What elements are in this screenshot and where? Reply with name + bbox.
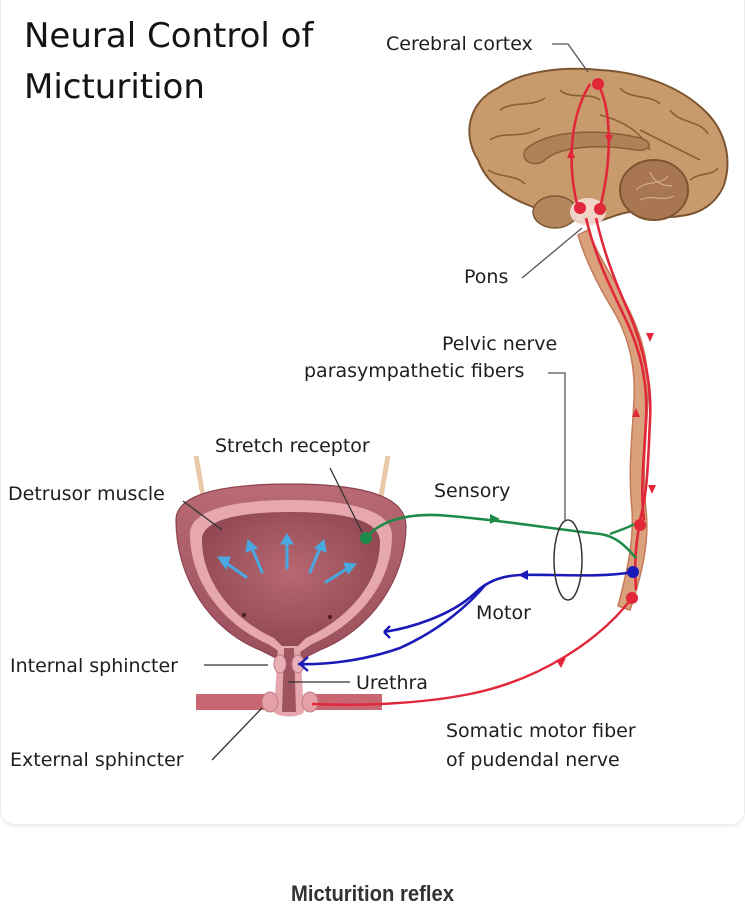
- pelvic-nerve-bundle: [553, 519, 583, 601]
- cerebellum: [619, 159, 689, 221]
- stretch-receptor-leader: [329, 467, 363, 533]
- cortex-neuron: [592, 78, 604, 90]
- stretch-arrows: [217, 533, 357, 584]
- brain-illustration: [468, 67, 729, 611]
- label-external-sphincter: External sphincter: [10, 749, 184, 771]
- corpus-callosum: [523, 131, 650, 165]
- external-sphincter-leader: [211, 707, 263, 761]
- pelvic-floor-right: [306, 694, 382, 710]
- pons-neuron-left: [574, 202, 586, 214]
- label-somatic-line1: Somatic motor fiber: [446, 720, 636, 742]
- label-stretch-receptor: Stretch receptor: [215, 435, 370, 457]
- sensory-pathway: [360, 513, 637, 559]
- pelvic-floor-left: [196, 694, 272, 710]
- label-sensory: Sensory: [434, 480, 510, 502]
- label-pelvic-nerve-line2: parasympathetic fibers: [304, 360, 524, 382]
- stretch-receptor-dot: [360, 532, 372, 544]
- somatic-pathway: [311, 597, 633, 706]
- bladder-illustration: [175, 455, 407, 717]
- pons-leader: [521, 227, 583, 279]
- figure-caption: Micturition reflex: [290, 881, 455, 906]
- diagram-title-line2: Micturition: [24, 67, 205, 107]
- label-cerebral-cortex: Cerebral cortex: [386, 33, 533, 55]
- internal-sphincter: [273, 654, 287, 674]
- label-detrusor-muscle: Detrusor muscle: [8, 483, 165, 505]
- label-pelvic-nerve-line1: Pelvic nerve: [442, 333, 557, 355]
- motor-pathway: [297, 570, 634, 672]
- label-urethra: Urethra: [356, 672, 428, 694]
- bladder-lumen: [202, 512, 380, 646]
- label-somatic-line2: of pudendal nerve: [446, 749, 620, 771]
- label-motor: Motor: [476, 602, 531, 624]
- spinal-neuron-top: [634, 519, 646, 531]
- diagram-title-line1: Neural Control of: [24, 16, 314, 56]
- cortex-leader: [552, 43, 589, 73]
- label-internal-sphincter: Internal sphincter: [10, 655, 178, 677]
- pons-neuron-right: [594, 203, 606, 215]
- spinal-cord: [577, 228, 650, 611]
- label-pons: Pons: [464, 266, 508, 288]
- detrusor-leader: [182, 500, 223, 531]
- pelvic-nerve-leader: [548, 372, 566, 520]
- micturition-diagram: Neural Control of Micturition: [8, 16, 729, 771]
- external-sphincter: [261, 691, 279, 713]
